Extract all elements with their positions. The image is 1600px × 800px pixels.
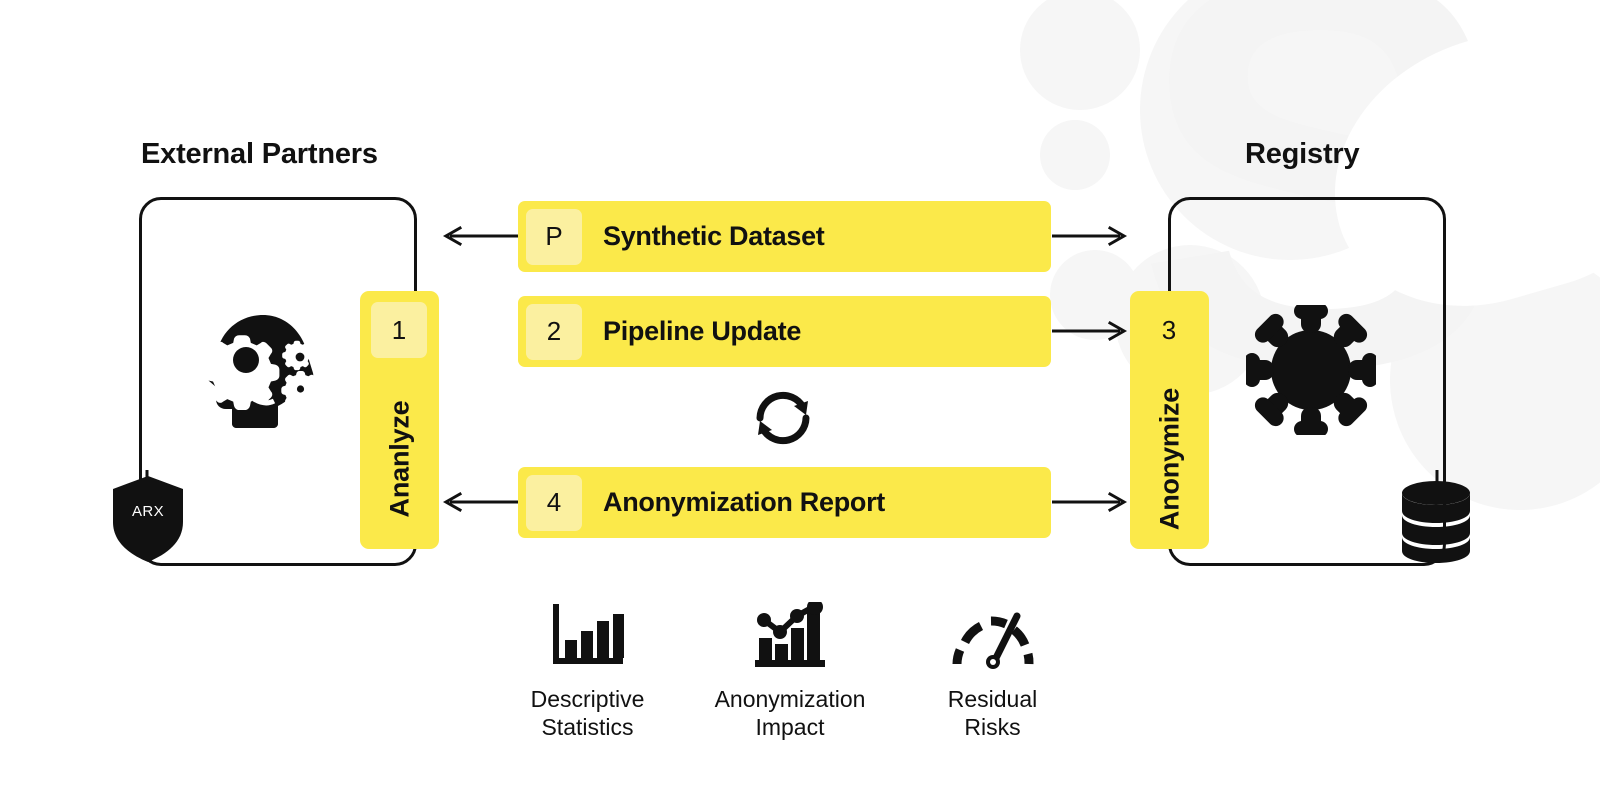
shield-icon: ARX [113, 476, 183, 562]
lane-anonymize[interactable]: 3 Anonymize [1130, 291, 1209, 549]
metric-anonymization-impact[interactable]: Anonymization Impact [703, 598, 878, 741]
arrow-left-anonymization-report [442, 491, 518, 513]
database-icon [1400, 480, 1472, 569]
refresh-cycle-icon [750, 385, 816, 456]
lane-badge-3: 3 [1161, 314, 1177, 345]
message-bar-pipeline-update[interactable]: 2 Pipeline Update [518, 296, 1051, 367]
head-with-gears-icon [204, 313, 328, 433]
section-title-external-partners: External Partners [141, 138, 378, 170]
metric-label-descriptive-statistics: Descriptive Statistics [530, 686, 645, 741]
metric-descriptive-statistics[interactable]: Descriptive Statistics [500, 598, 675, 741]
lane-label-anonymize: Anonymize [1154, 387, 1184, 531]
message-badge-2: 2 [526, 303, 582, 360]
shield-label: ARX [131, 503, 165, 520]
message-badge-4: 4 [526, 474, 582, 531]
trend-chart-icon [753, 598, 827, 670]
lane-ananlyze[interactable]: 1 Ananlyze [360, 291, 439, 549]
message-label-pipeline-update: Pipeline Update [603, 316, 802, 346]
arrow-right-pipeline-update [1052, 320, 1128, 342]
message-bar-anonymization-report[interactable]: 4 Anonymization Report [518, 467, 1051, 538]
message-badge-p: P [526, 208, 582, 265]
message-label-synthetic-dataset: Synthetic Dataset [603, 221, 825, 251]
lane-label-ananlyze: Ananlyze [384, 400, 414, 518]
metric-label-residual-risks: Residual Risks [947, 686, 1038, 741]
arrow-right-synthetic-dataset [1052, 225, 1128, 247]
message-label-anonymization-report: Anonymization Report [603, 487, 885, 517]
metric-label-anonymization-impact: Anonymization Impact [714, 686, 866, 741]
bar-chart-icon [551, 598, 625, 670]
metric-residual-risks[interactable]: Residual Risks [905, 598, 1080, 741]
message-bar-synthetic-dataset[interactable]: P Synthetic Dataset [518, 201, 1051, 272]
arrow-left-synthetic-dataset [442, 225, 518, 247]
lane-badge-1: 1 [371, 302, 427, 358]
gauge-icon [951, 598, 1035, 670]
arrow-right-anonymization-report [1052, 491, 1128, 513]
metrics-row: Descriptive Statistics [500, 598, 1080, 741]
